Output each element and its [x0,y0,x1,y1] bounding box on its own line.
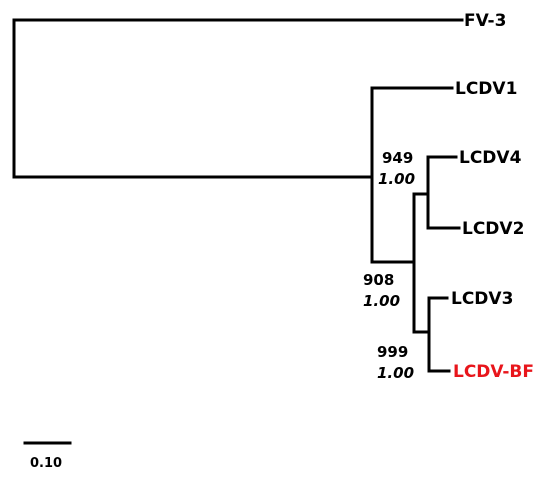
leaf-label-lcdv4: LCDV4 [459,148,522,168]
node-posterior-lcdv4-lcdv2: 1.00 [378,170,415,188]
leaf-label-fv3: FV-3 [464,11,506,31]
node-bootstrap-ingroup: 908 [363,271,394,289]
node-posterior-lcdv3-lcdvbf: 1.00 [377,364,414,382]
node-bootstrap-lcdv4-lcdv2: 949 [382,149,413,167]
leaf-label-lcdv1: LCDV1 [455,79,517,99]
node-bootstrap-lcdv3-lcdvbf: 999 [377,343,408,361]
node-posterior-ingroup: 1.00 [363,292,400,310]
leaf-label-lcdv3: LCDV3 [451,289,513,309]
leaf-label-lcdvbf: LCDV-BF [453,362,534,382]
leaf-label-lcdv2: LCDV2 [462,219,524,239]
scale-bar-label: 0.10 [30,456,62,471]
